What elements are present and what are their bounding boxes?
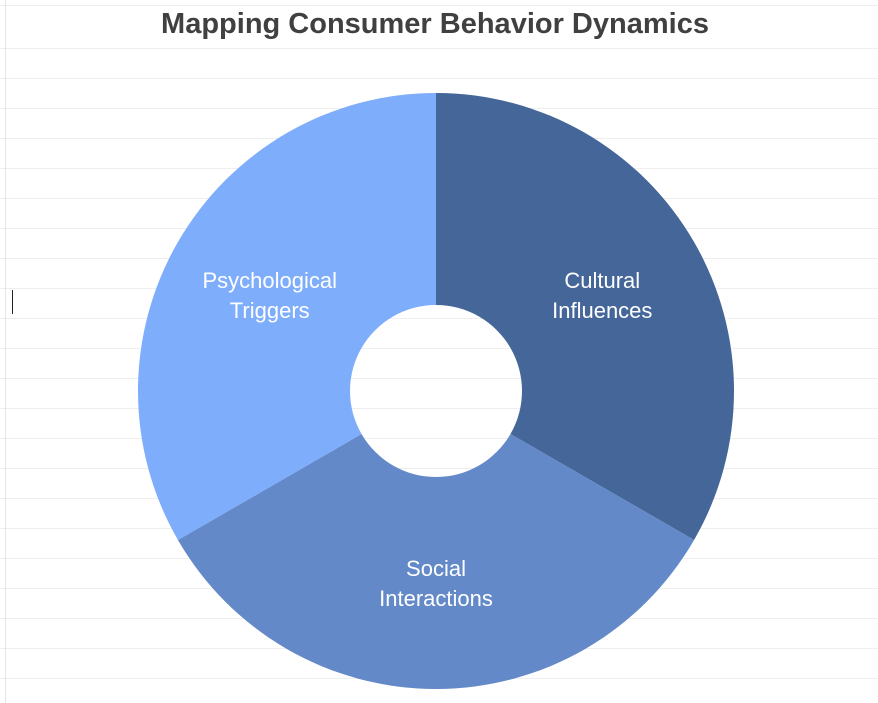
chart-title: Mapping Consumer Behavior Dynamics [161,8,709,40]
slice-psychological-triggers[interactable] [137,93,436,540]
sheet-left-border [5,0,6,703]
slice-cultural-influences[interactable] [436,93,734,540]
slice-social-interactions[interactable] [177,434,695,689]
text-cursor [12,290,13,314]
